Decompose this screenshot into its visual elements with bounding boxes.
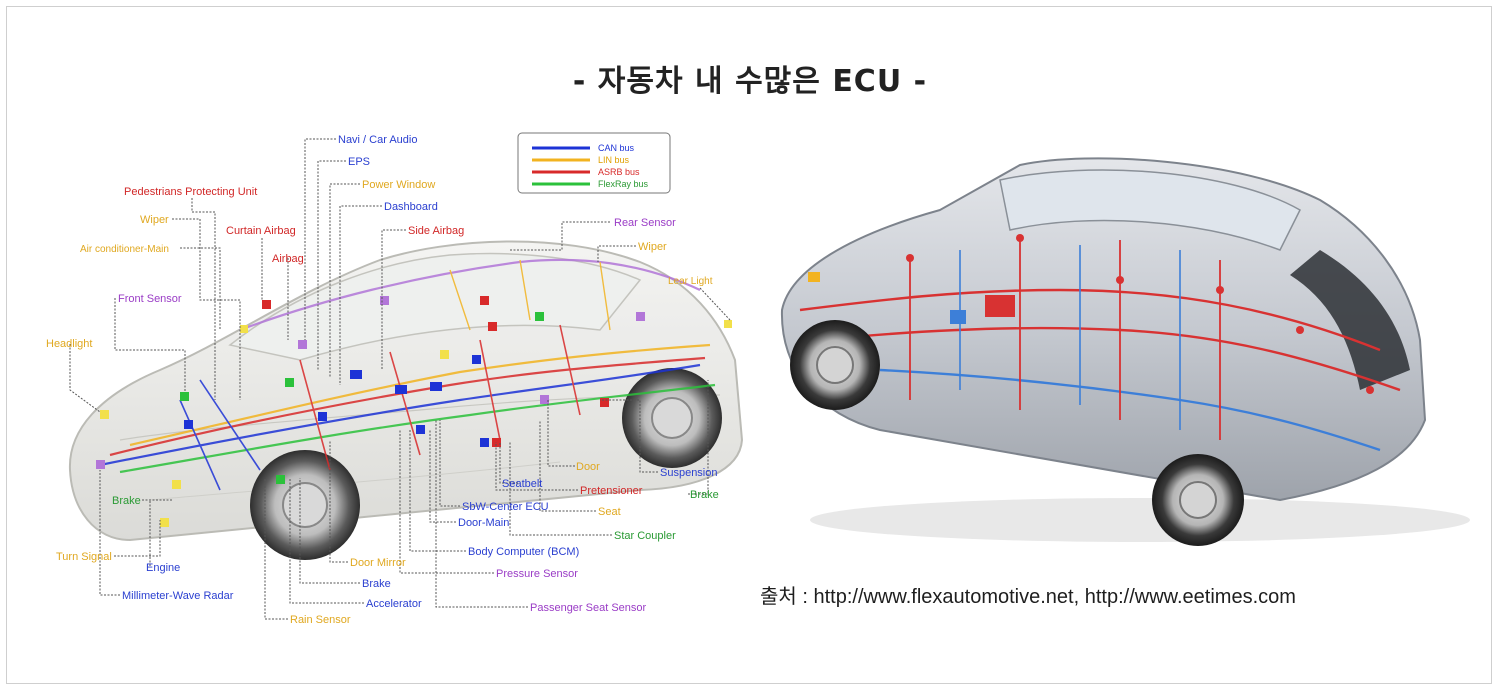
legend-label-can: CAN bus: [598, 143, 635, 153]
label-front-sensor: Front Sensor: [118, 293, 182, 305]
label-brake-bottom: Brake: [362, 578, 391, 590]
van-rear-wheel: [1152, 454, 1244, 546]
source-prefix: 출처 :: [760, 586, 814, 608]
label-door: Door: [576, 461, 600, 473]
source-urls: http://www.flexautomotive.net, http://ww…: [813, 586, 1296, 608]
label-rain-sensor: Rain Sensor: [290, 614, 351, 626]
legend-label-flexray: FlexRay bus: [598, 179, 649, 189]
label-dashboard: Dashboard: [384, 201, 438, 213]
legend-label-asrb: ASRB bus: [598, 167, 640, 177]
label-power-window: Power Window: [362, 179, 435, 191]
label-curtain-airbag: Curtain Airbag: [226, 225, 296, 237]
label-seat: Seat: [598, 506, 621, 518]
rear-wheel: [622, 368, 722, 468]
label-wiper-rear: Wiper: [638, 241, 667, 253]
label-star-coupler: Star Coupler: [614, 530, 676, 542]
label-navi: Navi / Car Audio: [338, 134, 417, 146]
label-pretensioner: Pretensioner: [580, 485, 643, 497]
label-seatbelt: Seatbelt: [502, 478, 542, 490]
leader-lines: [69, 138, 731, 620]
label-accelerator: Accelerator: [366, 598, 422, 610]
label-brake-front: Brake: [112, 495, 141, 507]
label-sbw: SbW-Center ECU: [462, 501, 549, 513]
label-door-main: Door-Main: [458, 517, 509, 529]
label-mmw-radar: Millimeter-Wave Radar: [122, 590, 234, 602]
label-side-airbag: Side Airbag: [408, 225, 464, 237]
label-airbag: Airbag: [272, 253, 304, 265]
label-wiper-front: Wiper: [140, 214, 169, 226]
bus-wiring: [99, 258, 716, 491]
front-wheel: [250, 450, 360, 560]
legend-label-lin: LIN bus: [598, 155, 630, 165]
van-wiring: [799, 240, 1401, 452]
component-labels: Navi / Car Audio EPS Power Window Dashbo…: [46, 134, 719, 626]
source-caption: 출처 : http://www.flexautomotive.net, http…: [760, 580, 1296, 609]
label-rear-sensor: Rear Sensor: [614, 217, 676, 229]
page-title: - 자동차 내 수많은 ECU -: [572, 64, 928, 99]
label-headlight: Headlight: [46, 338, 92, 350]
label-suspension: Suspension: [660, 467, 718, 479]
label-body-computer: Body Computer (BCM): [468, 546, 579, 558]
label-door-mirror: Door Mirror: [350, 557, 406, 569]
label-lear-light: Lear Light: [668, 276, 713, 287]
van-roof-glass: [999, 169, 1301, 251]
van-front-wheel: [790, 320, 880, 410]
bus-legend: CAN bus LIN bus ASRB bus FlexRay bus: [517, 132, 671, 194]
label-brake-rear: Brake: [690, 489, 719, 501]
minivan-xray-illustration: [780, 157, 1470, 546]
label-engine: Engine: [146, 562, 180, 574]
ecu-network-diagram: CAN bus LIN bus ASRB bus FlexRay bus Nav…: [46, 132, 744, 626]
label-pedestrians: Pedestrians Protecting Unit: [124, 186, 257, 198]
label-eps: EPS: [348, 156, 370, 168]
label-air-conditioner: Air conditioner-Main: [80, 244, 169, 255]
label-turn-signal: Turn Signal: [56, 551, 112, 563]
van-rear-window: [1290, 250, 1410, 390]
label-passenger-seat-sensor: Passenger Seat Sensor: [530, 602, 647, 614]
van-ecu-modules: [808, 234, 1374, 394]
label-pressure-sensor: Pressure Sensor: [496, 568, 578, 580]
